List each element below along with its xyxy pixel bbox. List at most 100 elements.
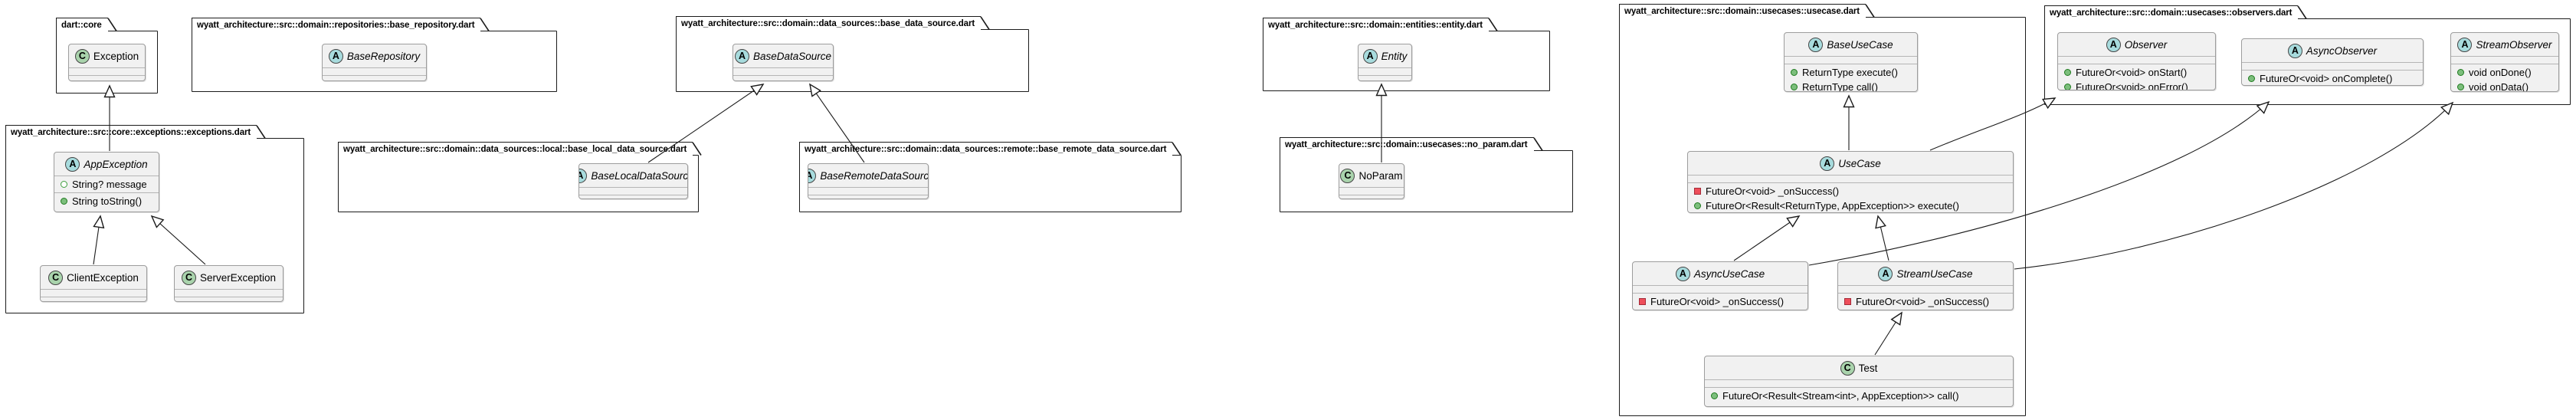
member-row: FutureOr<void> _onSuccess() [1688,184,2013,199]
package-tab-base-remote-data-source: wyatt_architecture::src::domain::data_so… [799,142,1173,156]
member-text: FutureOr<void> _onSuccess() [1650,296,1785,307]
package-tab-usecase: wyatt_architecture::src::domain::usecase… [1619,4,1866,18]
member-text: FutureOr<void> onComplete() [2260,73,2393,84]
member-row: FutureOr<void> onComplete() [2242,71,2423,85]
class-name: BaseDataSource [752,50,832,62]
private-method-icon [1694,188,1701,195]
package-tab-fold-base-remote-data-source [1172,142,1181,156]
class-fields-section [2058,56,2215,64]
package-tab-fold-exceptions [256,125,266,139]
class-methods-section: FutureOr<void> _onSuccess() [1633,293,1807,310]
class-fields-section [323,67,426,75]
package-tab-fold-base-local-data-source [692,142,702,156]
abstract-class-icon: A [734,48,749,64]
package-tab-dart-core: dart::core [56,18,108,31]
abstract-class-icon: A [1675,266,1690,281]
class-methods-section [175,297,283,301]
class-name-row-base-remote-data-source: ABaseRemoteDataSource [808,164,928,187]
member-row: void onData() [2451,80,2558,92]
member-text: void onData() [2469,81,2529,92]
member-text: String toString() [72,195,143,207]
member-text: String? message [72,179,147,190]
class-methods-section [69,75,145,80]
class-methods-section: void onDone()void onData() [2451,64,2558,91]
class-fields-section [808,187,928,195]
class-fields-section: String? message [54,176,159,192]
abstract-class-icon: A [808,168,817,183]
class-name: StreamObserver [2476,38,2552,51]
abstract-class-icon: A [2457,37,2473,52]
package-body-no-param [1280,150,1573,212]
member-row: FutureOr<void> onError() [2058,80,2215,90]
class-name: AsyncObserver [2306,44,2378,57]
member-row: void onDone() [2451,65,2558,80]
package-tab-fold-entity [1488,18,1498,31]
class-fields-section [579,187,687,195]
class-methods-section [808,195,928,199]
class-methods-section: FutureOr<void> _onSuccess()FutureOr<Resu… [1688,182,2013,212]
class-base-remote-data-source: ABaseRemoteDataSource [808,163,929,199]
class-name: BaseRemoteDataSource [820,169,929,182]
edge-streamusecase-extends-streamobserver [2014,101,2454,270]
package-tab-fold-base-repository [480,18,490,31]
abstract-class-icon: A [1808,37,1824,52]
member-row: FutureOr<Result<ReturnType, AppException… [1688,199,2013,212]
class-fields-section [175,289,283,297]
package-tab-fold-usecase [1865,4,1875,18]
package-tab-base-repository: wyatt_architecture::src::domain::reposit… [192,18,481,31]
public-method-icon [61,198,67,205]
member-text: FutureOr<void> _onSuccess() [1856,296,1990,307]
package-tab-fold-dart-core [107,18,117,31]
field-visibility-icon [61,181,67,188]
class-name: UseCase [1838,157,1881,169]
class-name: ServerException [199,271,277,284]
package-tab-exceptions: wyatt_architecture::src::core::exception… [5,125,257,139]
class-icon: C [1340,168,1355,183]
member-row: FutureOr<void> _onSuccess() [1633,294,1807,309]
public-method-icon [2248,75,2255,82]
class-methods-section: ReturnType execute() ReturnType call() [1785,64,1917,91]
member-text: FutureOr<Result<ReturnType, AppException… [1706,200,1959,212]
class-icon: C [48,270,64,285]
class-fields-section [69,67,145,75]
class-base-local-data-source: ABaseLocalDataSource [578,163,688,199]
class-methods-section: FutureOr<void> _onSuccess() [1838,293,2013,310]
member-row: ReturnType call() [1785,80,1917,91]
package-body-base-data-source [676,29,1029,92]
class-fields-section [1339,187,1404,195]
member-text: ReturnType execute() [1802,67,1899,78]
class-name: Test [1858,362,1878,374]
abstract-class-icon: A [579,168,588,183]
class-fields-section [1688,175,2013,182]
class-methods-section [579,195,687,199]
class-methods-section [41,297,146,301]
class-name: Observer [2124,38,2168,51]
private-method-icon [1639,298,1646,305]
class-methods-section [1358,75,1411,80]
class-methods-section: String toString() [54,192,159,209]
class-name: AppException [84,158,148,170]
public-method-icon [1694,202,1701,209]
class-methods-section [1339,195,1404,199]
public-method-icon [2457,69,2464,76]
